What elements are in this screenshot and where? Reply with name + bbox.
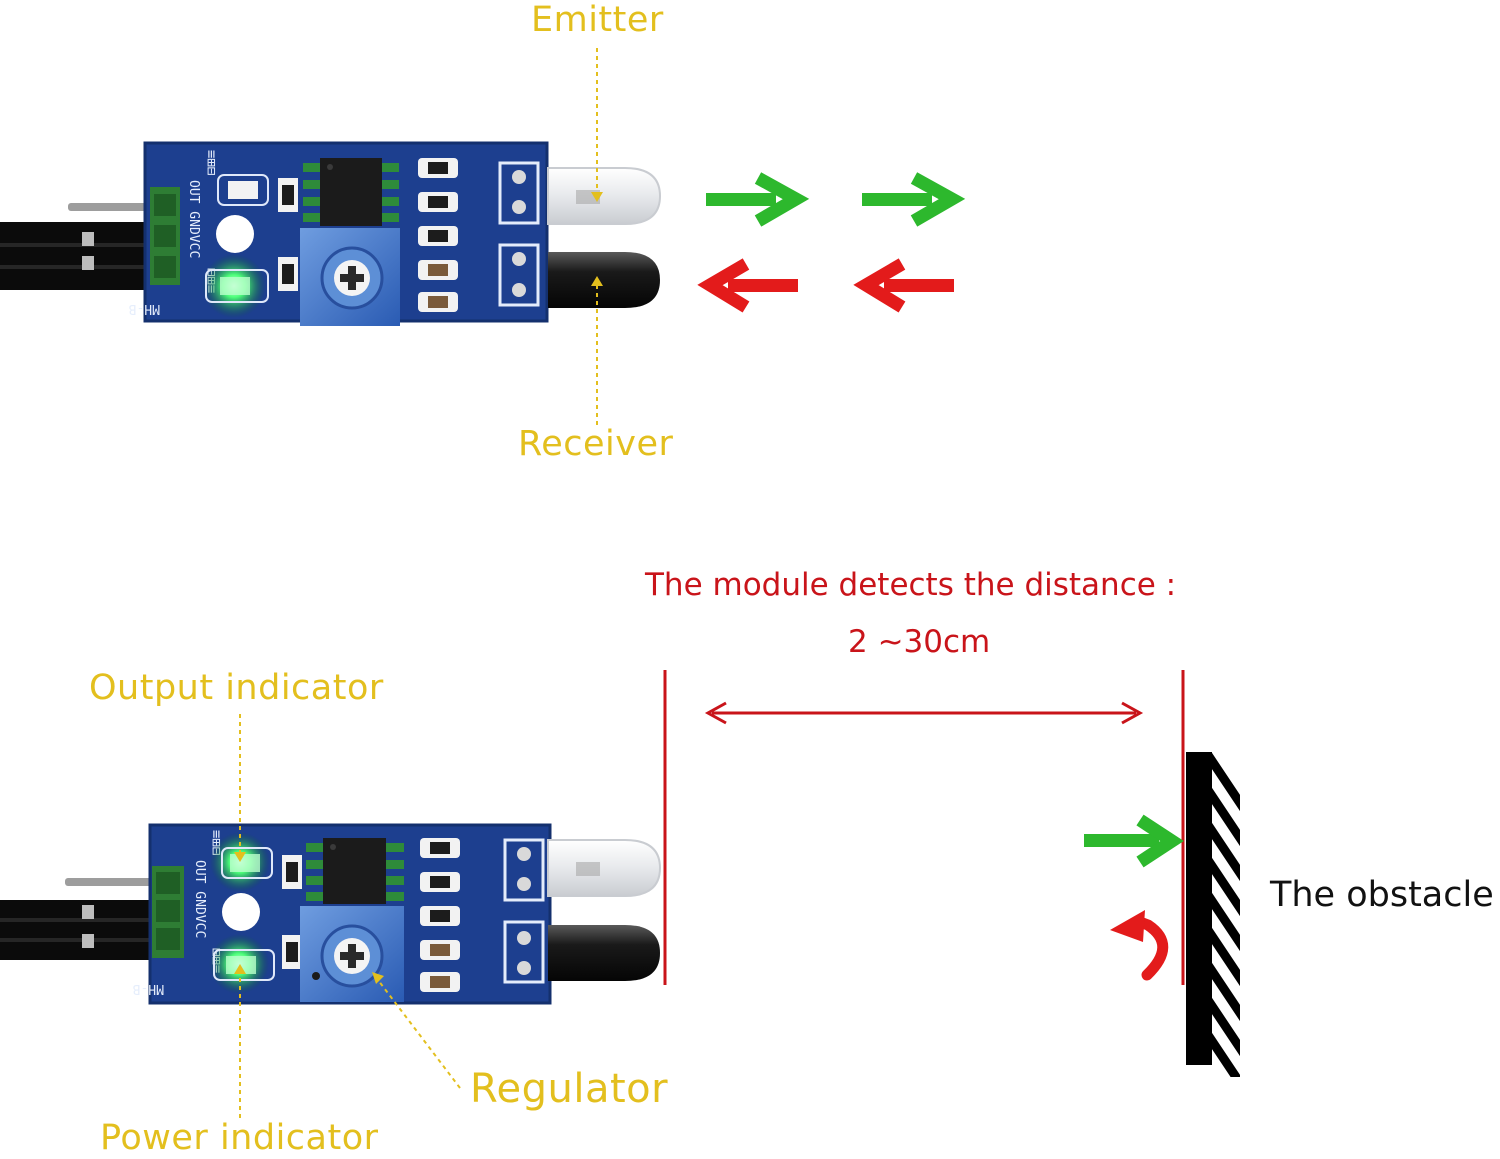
model-label: MH-B [133, 981, 164, 996]
reflection-curve-arrow [1110, 910, 1169, 981]
reflected-signal-arrow [853, 258, 954, 313]
emitter-led [547, 167, 662, 225]
pin-labels: OUT GNDVCC [186, 180, 201, 258]
power-indicator-led [205, 269, 269, 303]
header-pin [65, 878, 175, 886]
top-sensor-module: OUT GNDVCC MH-B ≡⊞⊟ ⊟⊞≡ [0, 141, 662, 326]
comparator-chip [303, 158, 399, 226]
output-indicator-led [217, 174, 269, 206]
regulator-label: Regulator [470, 1066, 669, 1112]
model-label: MH-B [129, 301, 160, 316]
mounting-hole [222, 893, 260, 931]
obstacle-label: The obstacle [1270, 875, 1494, 915]
bottom-sensor-module: OUT GNDVCC MH-B ≡⊞⊟ ⊟⊞≡ [0, 823, 662, 1005]
emitted-signal-arrow [706, 172, 810, 227]
output-indicator-led [221, 847, 273, 879]
jumper-cable [0, 900, 160, 960]
smd-components [418, 158, 458, 312]
emitter-label: Emitter [531, 0, 664, 40]
comparator-chip [306, 838, 404, 904]
output-indicator-label: Output indicator [89, 668, 384, 708]
distance-caption: The module detects the distance : [645, 567, 1177, 603]
power-indicator-label: Power indicator [100, 1118, 379, 1158]
emitted-signal-arrow [862, 172, 966, 227]
mounting-hole [216, 215, 254, 253]
obstacle-wall [1186, 752, 1240, 1077]
power-indicator-led [213, 949, 275, 981]
receiver-led [548, 925, 660, 981]
receiver-label: Receiver [518, 424, 674, 464]
potentiometer [300, 228, 400, 326]
emitter-led [547, 839, 662, 897]
smd-components [420, 838, 460, 992]
receiver-led [548, 252, 660, 308]
jumper-cable [0, 222, 150, 290]
regulator-leader-line [377, 979, 461, 1089]
chinese-silkscreen-top: ≡⊞⊟ [203, 150, 219, 176]
distance-range: 2 ~30cm [848, 624, 991, 660]
distance-arrow [704, 701, 1144, 725]
incident-signal-arrow [1084, 814, 1184, 868]
reflected-signal-arrow [697, 258, 798, 313]
pin-labels: OUT GNDVCC [192, 860, 207, 938]
potentiometer [300, 906, 404, 1002]
